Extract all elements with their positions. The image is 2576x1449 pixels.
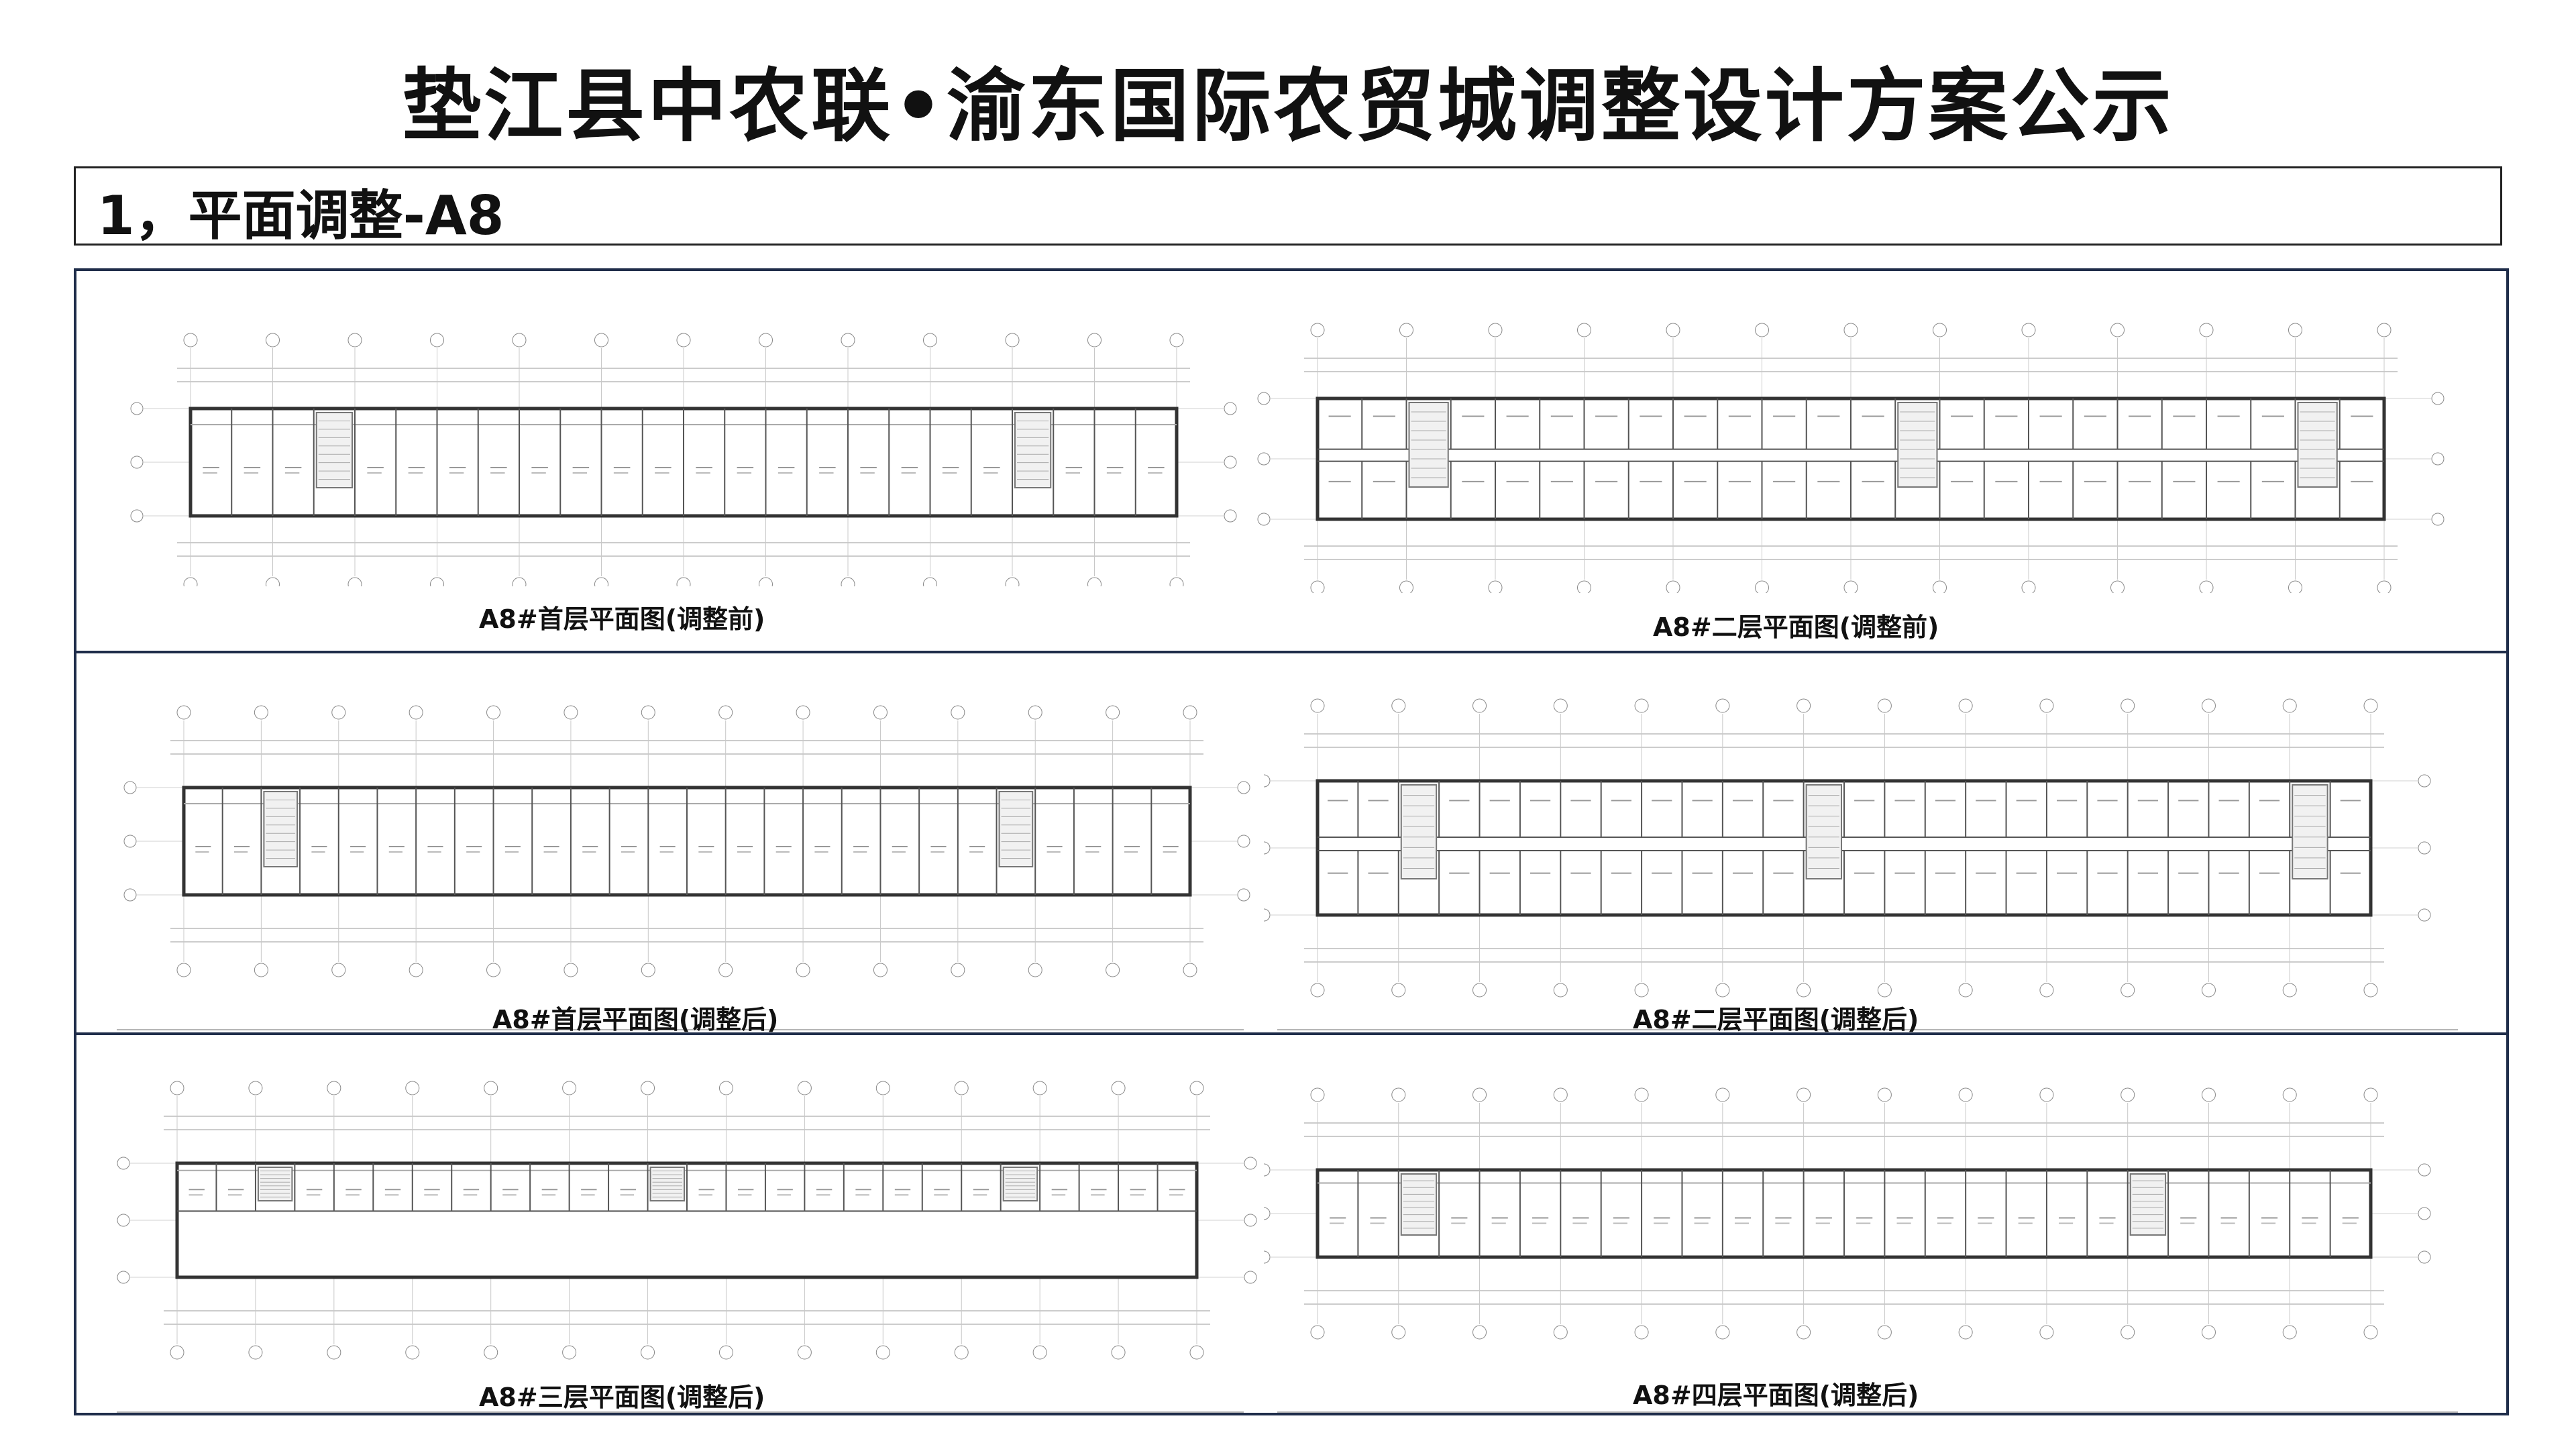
drawing-grid: A8#首层平面图(调整前) A8#二层平面图(调整前) A8#首层平面图(调整后…	[74, 268, 2509, 1415]
floor-plan-ground-after	[103, 674, 1271, 996]
caption-rule	[117, 1029, 1244, 1030]
caption-rule	[1277, 1411, 2458, 1413]
caption-rule	[1277, 1029, 2458, 1030]
floor-plan-third-after	[103, 1056, 1271, 1371]
plan-caption: A8#首层平面图(调整后)	[492, 1005, 779, 1034]
row-divider	[76, 651, 2506, 653]
floor-plan-fourth-after	[1264, 1056, 2471, 1371]
floor-plan-drawing	[123, 705, 1250, 977]
floor-plan-drawing	[1257, 323, 2445, 593]
plan-caption: A8#四层平面图(调整后)	[1633, 1381, 1919, 1410]
plan-caption: A8#三层平面图(调整后)	[479, 1383, 765, 1412]
plan-caption: A8#二层平面图(调整前)	[1653, 612, 1939, 642]
caption-rule	[117, 1411, 1244, 1413]
row-divider	[76, 1032, 2506, 1035]
section-header: 1，平面调整-A8	[74, 166, 2502, 247]
plan-caption: A8#二层平面图(调整后)	[1633, 1005, 1919, 1034]
page-title: 垫江县中农联•渝东国际农贸城调整设计方案公示	[402, 60, 2174, 152]
floor-plan-second-after	[1264, 674, 2471, 1002]
floor-plan-drawing	[117, 1081, 1257, 1360]
floor-plan-drawing	[1264, 1087, 2431, 1340]
floor-plan-drawing	[1264, 698, 2431, 998]
plan-caption: A8#首层平面图(调整前)	[479, 604, 765, 634]
floor-plan-ground-before	[130, 298, 1244, 586]
section-title: 1，平面调整-A8	[97, 184, 504, 247]
floor-plan-drawing	[130, 333, 1237, 586]
floor-plan-second-before	[1257, 291, 2485, 593]
